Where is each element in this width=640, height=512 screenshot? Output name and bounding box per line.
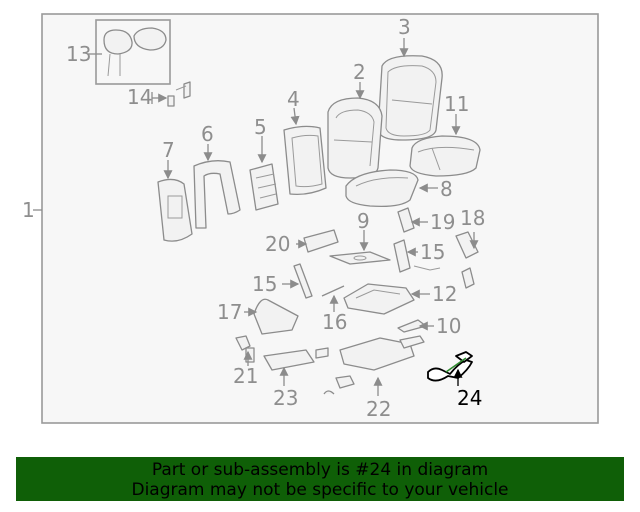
part-3-seatback-cover [377, 55, 443, 141]
callout-15b: 15 [252, 272, 277, 296]
part-16-rod [321, 285, 345, 297]
part-23-track [263, 349, 315, 371]
callout-2: 2 [353, 60, 366, 84]
callout-9: 9 [357, 209, 370, 233]
part-9-mat [329, 251, 391, 265]
callout-19: 19 [430, 210, 455, 234]
part-4-back-frame [283, 125, 327, 196]
part-11-seat-cover [409, 135, 481, 177]
callout-17: 17 [217, 300, 242, 324]
callout-6: 6 [201, 122, 214, 146]
callout-22: 22 [366, 397, 391, 421]
callout-12: 12 [432, 282, 457, 306]
callout-13: 13 [66, 42, 91, 66]
callout-24: 24 [457, 386, 482, 410]
callout-20: 20 [265, 232, 290, 256]
callout-14: 14 [127, 85, 152, 109]
part-15-cover-right [393, 239, 441, 273]
part-2-seatback-pad [327, 97, 383, 179]
seat-parts-diagram: 1 2 3 4 5 6 7 8 9 10 11 12 13 14 15 15 1… [22, 13, 599, 424]
info-banner: Part or sub-assembly is #24 in diagram D… [16, 457, 624, 501]
callout-10: 10 [436, 314, 461, 338]
part-12-seat-frame [343, 283, 415, 315]
part-13-headrest [95, 19, 171, 85]
callout-8: 8 [440, 177, 453, 201]
callout-7: 7 [162, 138, 175, 162]
callout-23: 23 [273, 386, 298, 410]
part-8-seat-pad [345, 169, 419, 208]
part-18-trim [455, 231, 479, 259]
callout-21: 21 [233, 364, 258, 388]
banner-line-part: Part or sub-assembly is #24 in diagram [151, 460, 489, 480]
part-19-bracket [397, 207, 415, 233]
callout-1: 1 [22, 198, 35, 222]
callout-18: 18 [460, 206, 485, 230]
part-22-adjuster [315, 335, 425, 395]
part-7-side-trim [157, 178, 193, 242]
callout-16: 16 [322, 310, 347, 334]
callout-4: 4 [287, 87, 300, 111]
callout-11: 11 [444, 92, 469, 116]
part-14-guides [167, 81, 191, 107]
callout-15a: 15 [420, 240, 445, 264]
callout-5: 5 [254, 115, 267, 139]
part-5-lumbar [249, 163, 279, 211]
part-6-back-panel [193, 160, 241, 229]
banner-line-disclaimer: Diagram may not be specific to your vehi… [131, 480, 509, 500]
part-15-cover-left [293, 263, 313, 299]
callout-3: 3 [398, 15, 411, 39]
